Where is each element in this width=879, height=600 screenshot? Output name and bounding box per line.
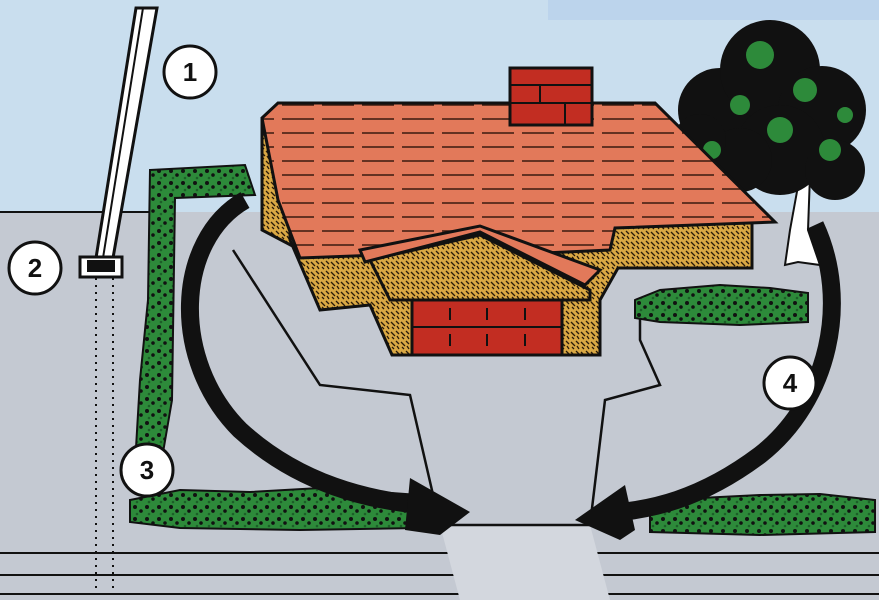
callout-1: 1 <box>164 46 216 98</box>
callout-1-label: 1 <box>183 57 197 87</box>
callout-4-label: 4 <box>783 368 798 398</box>
callout-2-label: 2 <box>28 253 42 283</box>
hedge-right-middle <box>635 285 808 325</box>
chimney <box>510 68 592 125</box>
callout-2: 2 <box>9 242 61 294</box>
sky-panel <box>548 0 879 20</box>
callout-4: 4 <box>764 357 816 409</box>
callout-3-label: 3 <box>140 455 154 485</box>
callout-3: 3 <box>121 444 173 496</box>
